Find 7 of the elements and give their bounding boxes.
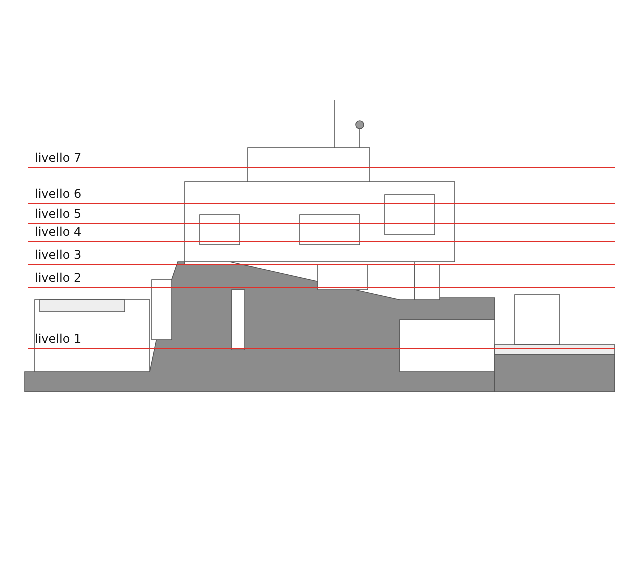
level-label: livello 5 (35, 207, 82, 221)
level-label: livello 1 (35, 332, 82, 346)
level-label: livello 2 (35, 271, 82, 285)
level-label: livello 4 (35, 225, 82, 239)
level-label: livello 6 (35, 187, 82, 201)
level-label: livello 7 (35, 151, 82, 165)
level-label: livello 3 (35, 248, 82, 262)
